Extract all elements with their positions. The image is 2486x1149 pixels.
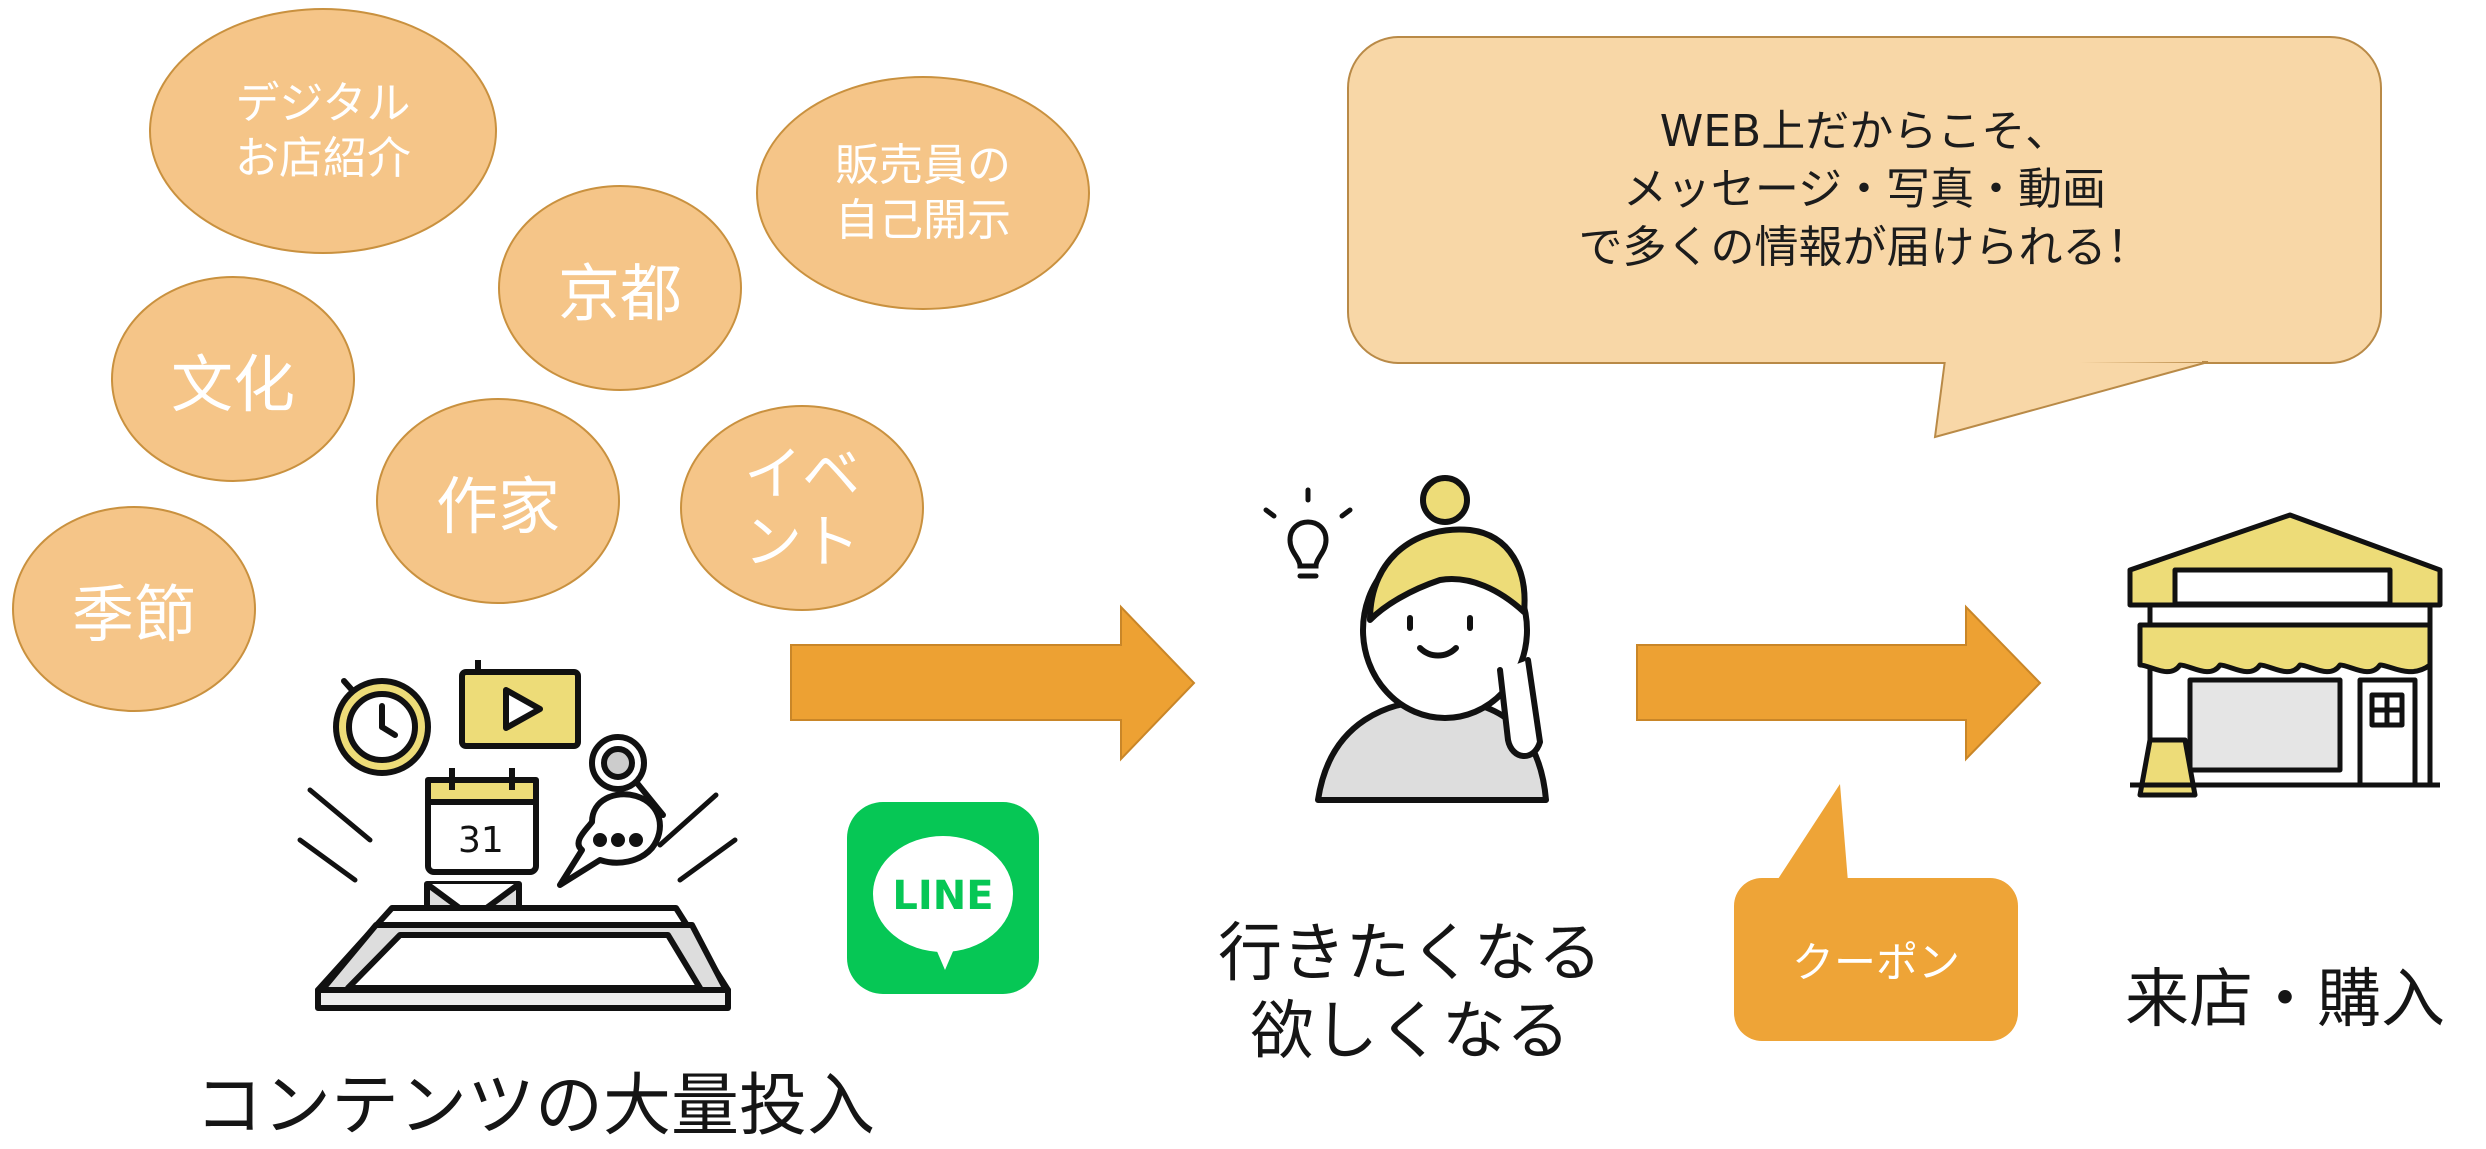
topic-bubble-digital: デジタル お店紹介: [149, 8, 497, 254]
speech-bubble: WEB上だからこそ、 メッセージ・写真・動画 で多くの情報が届けられる！: [1347, 36, 2382, 364]
storefront-icon: [2127, 512, 2443, 798]
topic-bubble-staff: 販売員の 自己開示: [756, 76, 1090, 310]
topic-label: デジタル お店紹介: [235, 78, 411, 184]
contents-caption: コンテンツの大量投入: [194, 1067, 875, 1146]
visit-caption: 来店・購入: [2125, 963, 2445, 1037]
line-logo: LINE: [847, 802, 1039, 994]
desire-caption: 行きたくなる 欲しくなる: [1218, 917, 1602, 1069]
topic-bubble-event: イベ ント: [680, 405, 924, 611]
calendar-day-label: 31: [458, 820, 504, 861]
line-logo-text: LINE: [892, 873, 993, 919]
chat-icon: [557, 791, 663, 888]
topic-bubble-culture: 文化: [111, 276, 355, 482]
woman-illustration: [1263, 475, 1549, 803]
storefront-illustration: [2127, 512, 2443, 798]
coupon-tail: [1776, 784, 1848, 882]
coupon-badge: クーポン: [1734, 878, 2018, 1041]
diagram-canvas: デジタル お店紹介 販売員の 自己開示 京都 文化 作家 イベ ント 季節 WE…: [12, 8, 2445, 1146]
topic-bubble-season: 季節: [12, 506, 256, 712]
speech-bubble-tail: [1933, 358, 2209, 439]
woman-icon: [1315, 475, 1549, 803]
arrow-right-2: [1636, 604, 2042, 762]
topic-bubble-artist: 作家: [376, 398, 620, 604]
topic-label: 販売員の 自己開示: [835, 140, 1011, 246]
topic-label: イベ ント: [743, 440, 860, 576]
video-play-icon: [459, 660, 581, 749]
contents-illustration: 31: [297, 660, 738, 1011]
topic-label: 季節: [71, 578, 196, 651]
topic-label: 京都: [557, 257, 682, 330]
arrow-right-1: [790, 604, 1196, 762]
coupon-label: クーポン: [1791, 938, 1960, 987]
magnifier-icon: [589, 734, 666, 818]
topic-label: 作家: [435, 470, 560, 543]
tablet-icon: [315, 905, 731, 1011]
topic-bubble-kyoto: 京都: [498, 185, 742, 391]
line-bubble-icon: LINE: [873, 836, 1013, 970]
calendar-icon: [425, 768, 539, 875]
motion-lines: [297, 787, 738, 883]
stopwatch-icon: [333, 678, 431, 776]
speech-text: WEB上だからこそ、 メッセージ・写真・動画 で多くの情報が届けられる！: [1578, 106, 2151, 273]
topic-label: 文化: [170, 348, 295, 421]
lightbulb-icon: [1263, 487, 1353, 579]
